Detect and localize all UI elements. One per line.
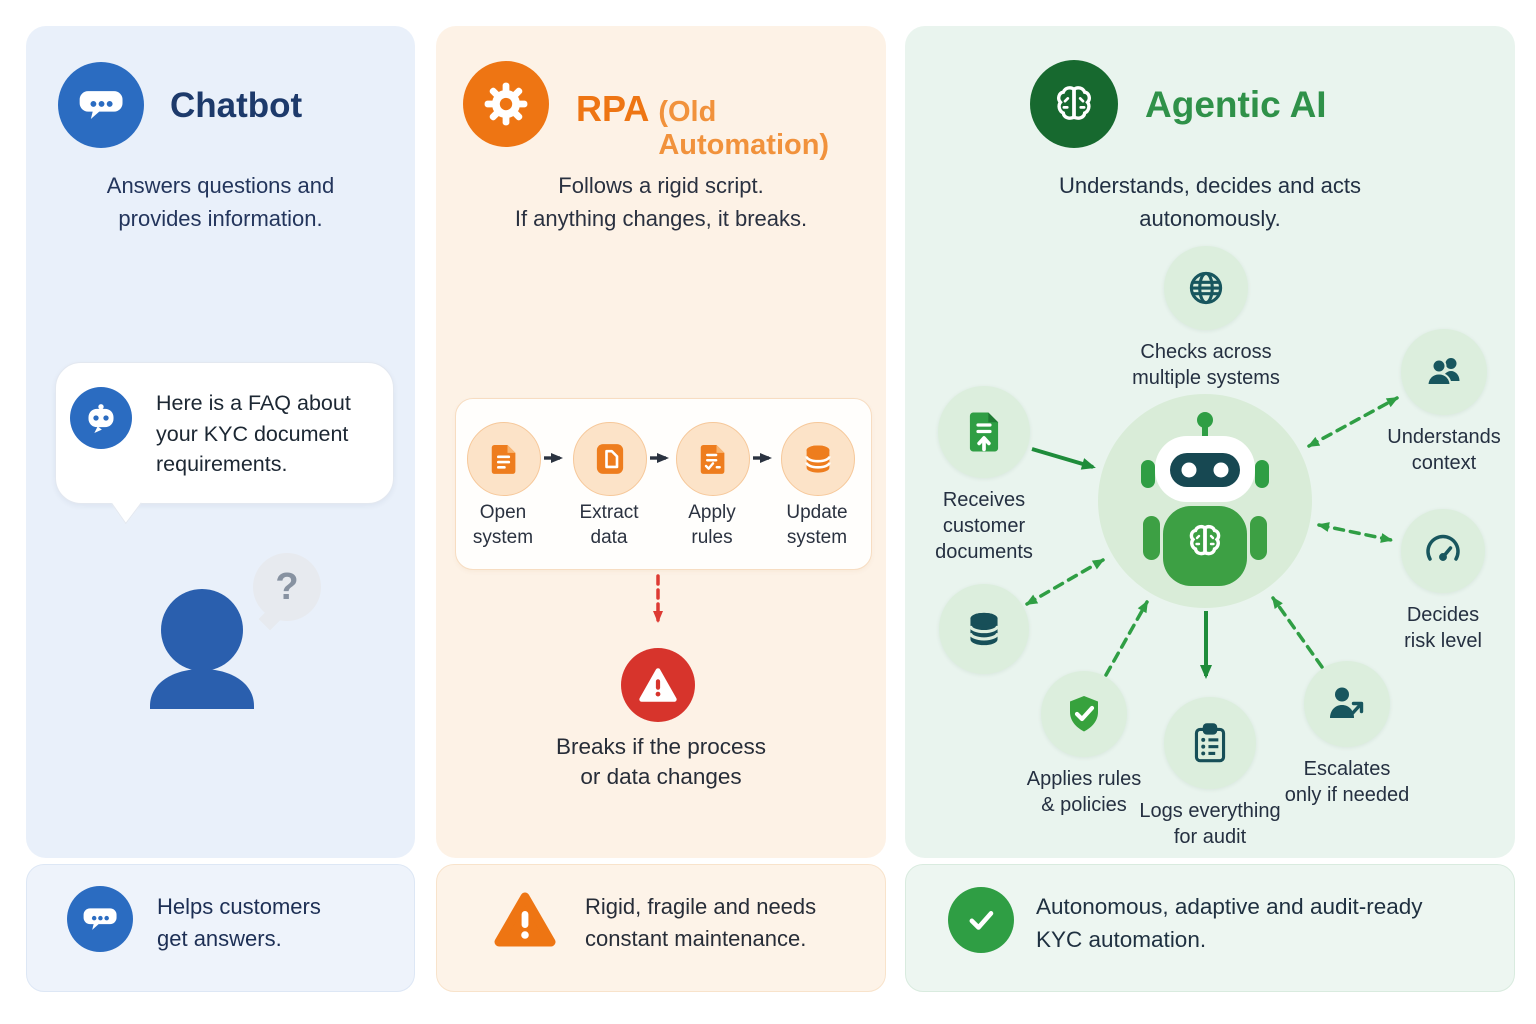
chat-bubble-icon [58,62,144,148]
chatbot-title: Chatbot [170,86,303,125]
node-logs-audit: Logs everything for audit [1125,697,1295,850]
node-database [939,584,1029,674]
gear-icon [463,61,549,147]
node-label: Receives customer documents [935,489,1033,563]
database-icon [939,584,1029,674]
rpa-failure-text: Breaks if the process or data changes [555,734,767,790]
rpa-summary-text: Rigid, fragile and needs constant mainte… [585,894,817,951]
people-icon [1401,329,1487,415]
chatbot-summary-text: Helps customers get answers. [157,894,321,951]
node-label: Escalates only if needed [1284,758,1410,806]
warning-triangle-icon [494,892,556,947]
shield-check-icon [1041,671,1127,757]
alert-circle-icon [621,648,695,722]
rpa-description: Follows a rigid script. If anything chan… [514,173,808,231]
chatbot-panel: Chatbot Answers questions and provides i… [26,26,415,858]
globe-icon [1164,246,1248,330]
chat-bubble-icon [67,886,133,952]
node-label: Logs everything for audit [1139,800,1281,848]
node-checks-systems: Checks across multiple systems [1116,246,1296,391]
apply-rules-icon [676,422,750,496]
agent-robot-icon [1141,412,1269,586]
bot-avatar-icon [70,387,132,449]
break-arrow [653,574,663,623]
bot-message-text: Here is a FAQ about your KYC document re… [156,391,351,477]
person-escalate-icon [1304,661,1390,747]
agentic-summary-text: Autonomous, adaptive and audit-ready KYC… [1036,894,1423,952]
rpa-title: RPA [576,88,650,129]
node-label: Understands context [1387,426,1501,474]
agentic-summary-card: Autonomous, adaptive and audit-ready KYC… [905,864,1515,992]
step-label: Open system [472,502,534,548]
step-label: Update system [786,502,848,548]
rpa-title-row: RPA (Old Automation) [576,88,886,162]
extract-data-icon [573,422,647,496]
chatbot-summary-card: Helps customers get answers. [26,864,415,992]
node-receives-documents: Receives customer documents [909,386,1059,565]
brain-icon [1030,60,1118,148]
user-person-icon [150,589,254,709]
agentic-ai-description: Understands, decides and acts autonomous… [1058,173,1362,231]
rpa-panel: RPA (Old Automation) Follows a rigid scr… [436,26,886,858]
bubble-tail [111,482,142,525]
node-label: Checks across multiple systems [1132,341,1280,389]
node-label: Decides risk level [1404,604,1482,652]
rpa-title-note: (Old Automation) [658,96,830,161]
agentic-ai-title: Agentic AI [1145,84,1327,125]
check-circle-icon [948,887,1014,953]
agent-connectors [1025,396,1399,679]
node-understands-context: Understands context [1374,329,1514,476]
agentic-ai-panel: Agentic AI Understands, decides and acts… [905,26,1515,858]
chat-message-bubble: Here is a FAQ about your KYC document re… [55,362,394,525]
node-applies-rules: Applies rules & policies [1009,671,1159,818]
update-system-icon [781,422,855,496]
step-label: Extract data [579,502,639,548]
rpa-flow-box: Open system Extract data Apply rules Upd… [455,398,872,570]
node-label: Applies rules & policies [1026,768,1142,816]
step-label: Apply rules [688,502,736,548]
gauge-icon [1401,509,1485,593]
question-bubble: ? [253,553,321,631]
document-upload-icon [938,386,1030,478]
question-mark: ? [275,565,299,608]
node-decides-risk: Decides risk level [1373,509,1513,654]
rpa-summary-card: Rigid, fragile and needs constant mainte… [436,864,886,992]
open-system-icon [467,422,541,496]
clipboard-icon [1164,697,1256,789]
agent-halo [1098,394,1312,608]
flow-arrows [544,453,772,463]
chatbot-description: Answers questions and provides informati… [106,173,335,231]
node-escalates: Escalates only if needed [1262,661,1432,808]
